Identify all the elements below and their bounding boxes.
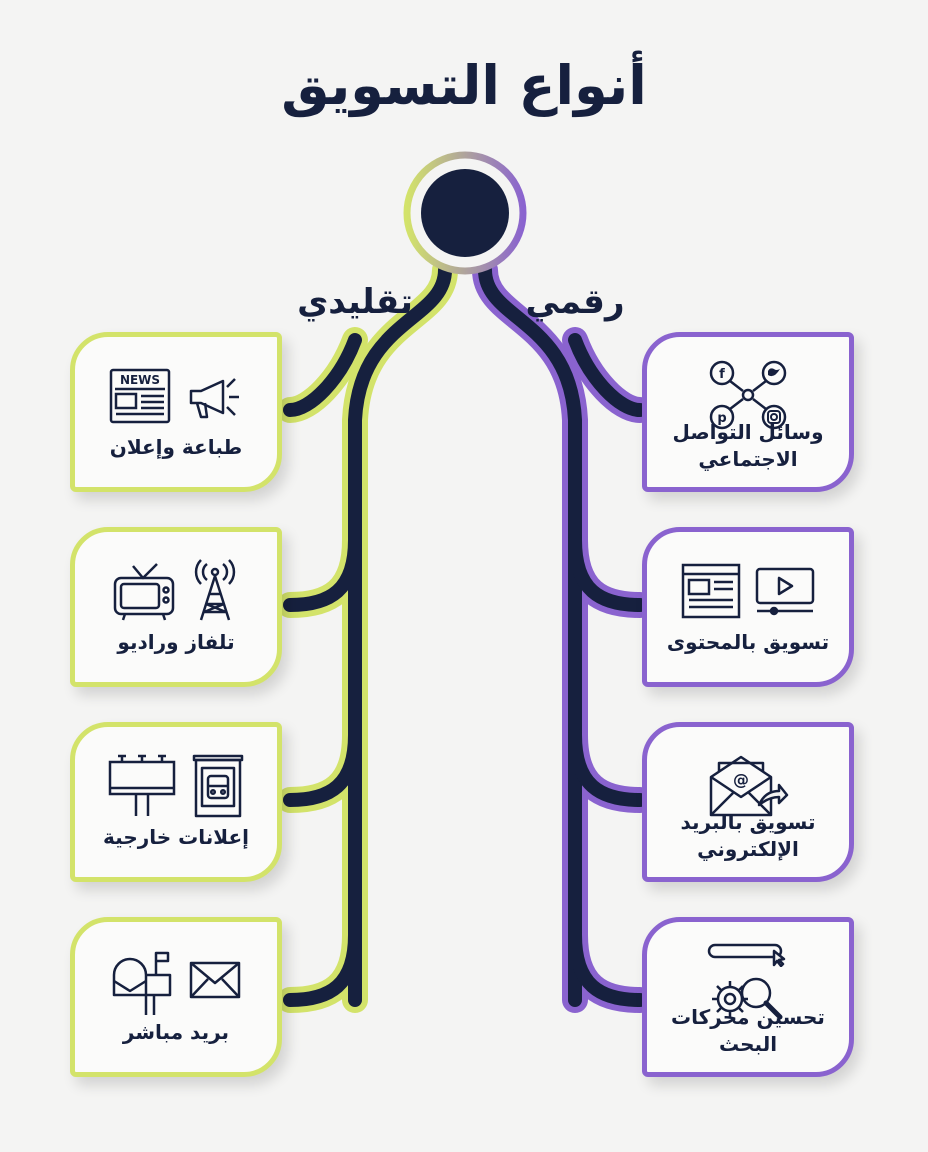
tv-icon — [111, 560, 177, 622]
card-print-advertising: NEWS طباعة وإعلان — [70, 332, 282, 492]
search-bar-icon — [706, 941, 790, 967]
social-network-icon: f p — [708, 359, 788, 433]
card-outdoor-ads: إعلانات خارجية — [70, 722, 282, 882]
branch-label-digital: رقمي — [525, 282, 625, 322]
card-seo: تحسين محركات البحث — [642, 917, 854, 1077]
mailbox-icon — [110, 945, 176, 1017]
card-content-marketing: تسويق بالمحتوى — [642, 527, 854, 687]
card-direct-mail: بريد مباشر — [70, 917, 282, 1077]
newspaper-icon: NEWS — [107, 367, 173, 425]
video-player-icon — [754, 566, 816, 616]
billboard-icon — [106, 752, 178, 820]
card-tv-radio: تلفاز وراديو — [70, 527, 282, 687]
card-email-marketing: @ تسويق بالبريد الإلكتروني — [642, 722, 854, 882]
card-social-media: f p وسائل التواصل الاجتماعي — [642, 332, 854, 492]
tree-core — [283, 263, 647, 1007]
email-forward-icon: @ — [707, 753, 789, 819]
megaphone-icon — [185, 367, 245, 425]
article-icon — [680, 562, 742, 620]
branch-label-traditional: تقليدي — [297, 282, 413, 322]
bus-stop-icon — [190, 752, 246, 820]
gear-magnifier-icon — [708, 971, 788, 1021]
card-label: تلفاز وراديو — [117, 630, 235, 654]
card-label: تحسين محركات البحث — [671, 1005, 825, 1056]
card-label: تسويق بالمحتوى — [666, 630, 830, 654]
card-label: وسائل التواصل الاجتماعي — [672, 420, 824, 471]
root-node — [421, 169, 509, 257]
card-label: إعلانات خارجية — [103, 825, 249, 849]
card-label: بريد مباشر — [122, 1020, 230, 1044]
envelope-icon — [188, 959, 242, 1003]
card-label: تسويق بالبريد الإلكتروني — [680, 810, 816, 861]
radio-tower-icon — [189, 558, 241, 624]
page-title: أنواع التسويق — [281, 54, 647, 117]
svg-text:@: @ — [733, 770, 749, 789]
svg-text:f: f — [719, 367, 725, 382]
svg-text:p: p — [717, 411, 726, 426]
card-label: طباعة وإعلان — [109, 435, 243, 459]
svg-text:NEWS: NEWS — [120, 373, 160, 387]
